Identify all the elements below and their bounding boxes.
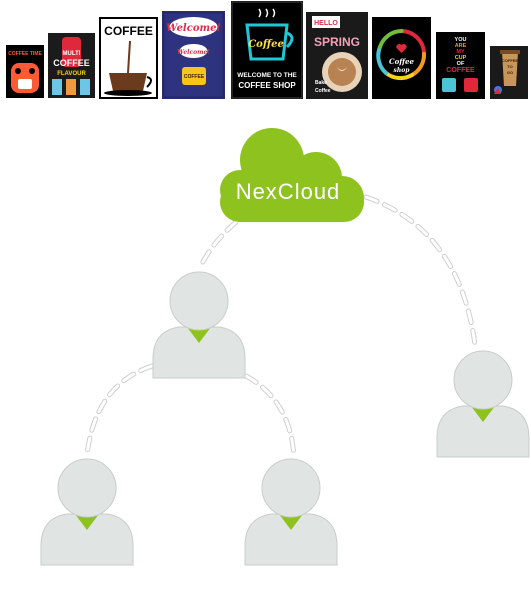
avatar-left-user	[40, 458, 134, 566]
nexcloud-cloud: NexCloud	[220, 128, 364, 222]
connector-manager-to-left-user	[84, 363, 155, 458]
thumb-2-line-3: FLAVOUR	[57, 71, 86, 77]
avatar-right-user	[436, 350, 530, 458]
thumbnail-strip: COFFEE TIME MULTI COFFEE FLAVOUR COFFEE	[6, 1, 528, 99]
thumbnail-you-are-my-cup: YOU ARE MY CUP OF COFFEE	[436, 32, 485, 99]
thumb-4-line-2: Welcome!	[177, 49, 210, 56]
thumb-7-line-2: shop	[394, 67, 411, 74]
thumb-7-line-1: Coffee	[389, 57, 414, 66]
thumb-8-line-2: ARE	[455, 43, 467, 49]
thumb-5-line-1: Coffee	[248, 39, 284, 50]
thumb-8-line-5: OF	[457, 61, 465, 67]
thumb-5-line-3: COFFEE SHOP	[238, 81, 296, 90]
thumb-8-line-1: YOU	[455, 37, 467, 43]
thumb-6-line-3: Bake	[315, 80, 327, 86]
avatar-manager	[152, 271, 246, 379]
thumbnail-coffee-to-go: COFFEE TO GO	[490, 46, 528, 99]
thumb-1-line-1: COFFEE TIME	[8, 51, 42, 57]
thumb-6-line-4: Coffee	[315, 88, 331, 94]
thumb-4-line-1: Welcome!	[166, 23, 221, 34]
connectors	[84, 194, 478, 459]
thumbnail-hello-spring: HELLO SPRING Bake Coffee	[306, 12, 368, 99]
thumb-8-line-3: MY	[456, 49, 465, 55]
thumb-6-line-2: SPRING	[314, 35, 360, 49]
connector-cloud-to-manager	[197, 219, 239, 271]
thumb-6-line-1: HELLO	[314, 20, 338, 27]
thumb-3-line-1: COFFEE	[104, 24, 153, 38]
thumb-9-line-2: TO	[507, 64, 512, 69]
thumbnail-welcome-coffee-shop: Coffee WELCOME TO THE COFFEE SHOP	[231, 1, 303, 99]
thumb-9-line-3: GO	[507, 70, 513, 75]
thumbnail-coffee-cup: COFFEE	[99, 17, 158, 99]
connector-cloud-to-right-user	[363, 194, 478, 348]
thumb-8-line-6: COFFEE	[446, 67, 475, 74]
connector-manager-to-middle-user	[243, 373, 297, 459]
thumb-2-line-2: COFFEE	[53, 58, 90, 68]
thumb-4-line-3: COFFEE	[184, 74, 205, 80]
thumbnail-coffee-time: COFFEE TIME	[6, 45, 44, 98]
thumbnail-multi-coffee-flavour: MULTI COFFEE FLAVOUR	[48, 33, 95, 98]
cloud-label: NexCloud	[236, 179, 341, 204]
thumb-5-line-2: WELCOME TO THE	[237, 72, 297, 79]
thumbnail-welcome-coffee: Welcome! Welcome! COFFEE	[162, 11, 225, 99]
thumb-8-line-4: CUP	[455, 55, 467, 61]
cloud-icon	[220, 128, 364, 222]
thumbnail-coffee-shop-heart: Coffee shop	[372, 17, 431, 99]
thumb-2-line-1: MULTI	[63, 51, 81, 57]
avatar-middle-user	[244, 458, 338, 566]
thumb-9-line-1: COFFEE	[502, 58, 519, 63]
